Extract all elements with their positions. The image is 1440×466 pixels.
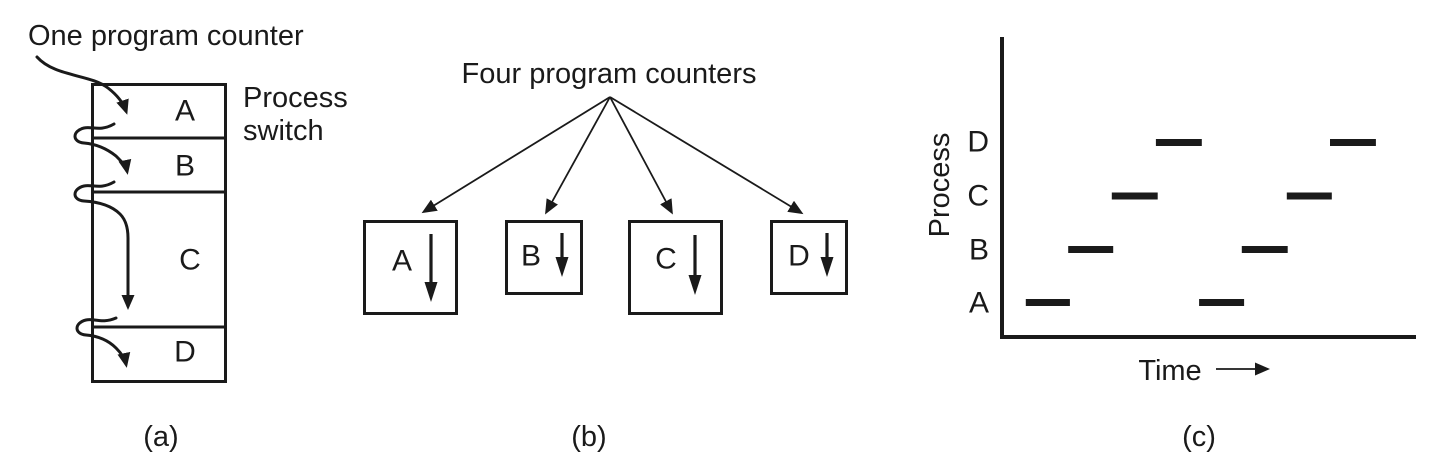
x-axis-title: Time (1138, 355, 1201, 387)
cpu-burst-bar-d (1155, 139, 1202, 146)
box-label-b: B (521, 240, 541, 273)
chart-axes (1000, 37, 1416, 339)
fan-arrow-c (609, 96, 673, 215)
process-box-c (628, 220, 723, 315)
section-label-d: D (174, 336, 196, 369)
row-label-c: C (967, 180, 989, 213)
program-counter-thread-segment-4 (75, 316, 131, 368)
caption-c: (c) (1182, 421, 1216, 453)
process-box-d (770, 220, 848, 295)
fan-arrow-a (421, 96, 611, 214)
row-label-b: B (969, 234, 989, 267)
cpu-burst-bars (1025, 139, 1376, 306)
panel-c: Process A B C D Time (c) (924, 37, 1416, 453)
memory-box (91, 83, 227, 383)
program-counter-thread-segment-2 (73, 122, 132, 175)
cpu-burst-bar-a (1199, 299, 1245, 306)
caption-b: (b) (571, 421, 606, 453)
program-counter-thread-segment-3 (73, 180, 135, 310)
row-label-a: A (969, 287, 989, 320)
process-switch-label-line1: Process (243, 82, 348, 114)
one-program-counter-label: One program counter (28, 20, 304, 52)
section-label-b: B (175, 150, 195, 183)
program-counter-thread-segment-1 (35, 55, 129, 115)
box-label-c: C (655, 243, 677, 276)
cpu-burst-bar-d (1330, 139, 1376, 146)
four-program-counters-label: Four program counters (462, 58, 757, 90)
caption-a: (a) (143, 421, 178, 453)
cpu-burst-bar-b (1241, 246, 1288, 253)
cpu-burst-bar-c (1111, 192, 1158, 200)
row-label-d: D (967, 126, 989, 159)
section-label-a: A (175, 95, 195, 128)
process-box-b (505, 220, 583, 295)
fan-arrow-d (609, 96, 804, 215)
panel-a: One program counter A B C D Process swit… (28, 20, 348, 453)
cpu-burst-bar-c (1286, 192, 1332, 200)
y-axis-title: Process (924, 133, 956, 238)
section-label-c: C (179, 244, 201, 277)
fan-arrow-b (545, 96, 611, 215)
cpu-burst-bar-b (1068, 246, 1114, 253)
box-label-a: A (392, 245, 412, 278)
cpu-burst-bar-a (1025, 299, 1070, 306)
process-switch-label-line2: switch (243, 115, 324, 147)
panel-b: Four program counters A B C D (b) (363, 58, 848, 453)
box-label-d: D (788, 240, 810, 273)
process-box-a (363, 220, 458, 315)
